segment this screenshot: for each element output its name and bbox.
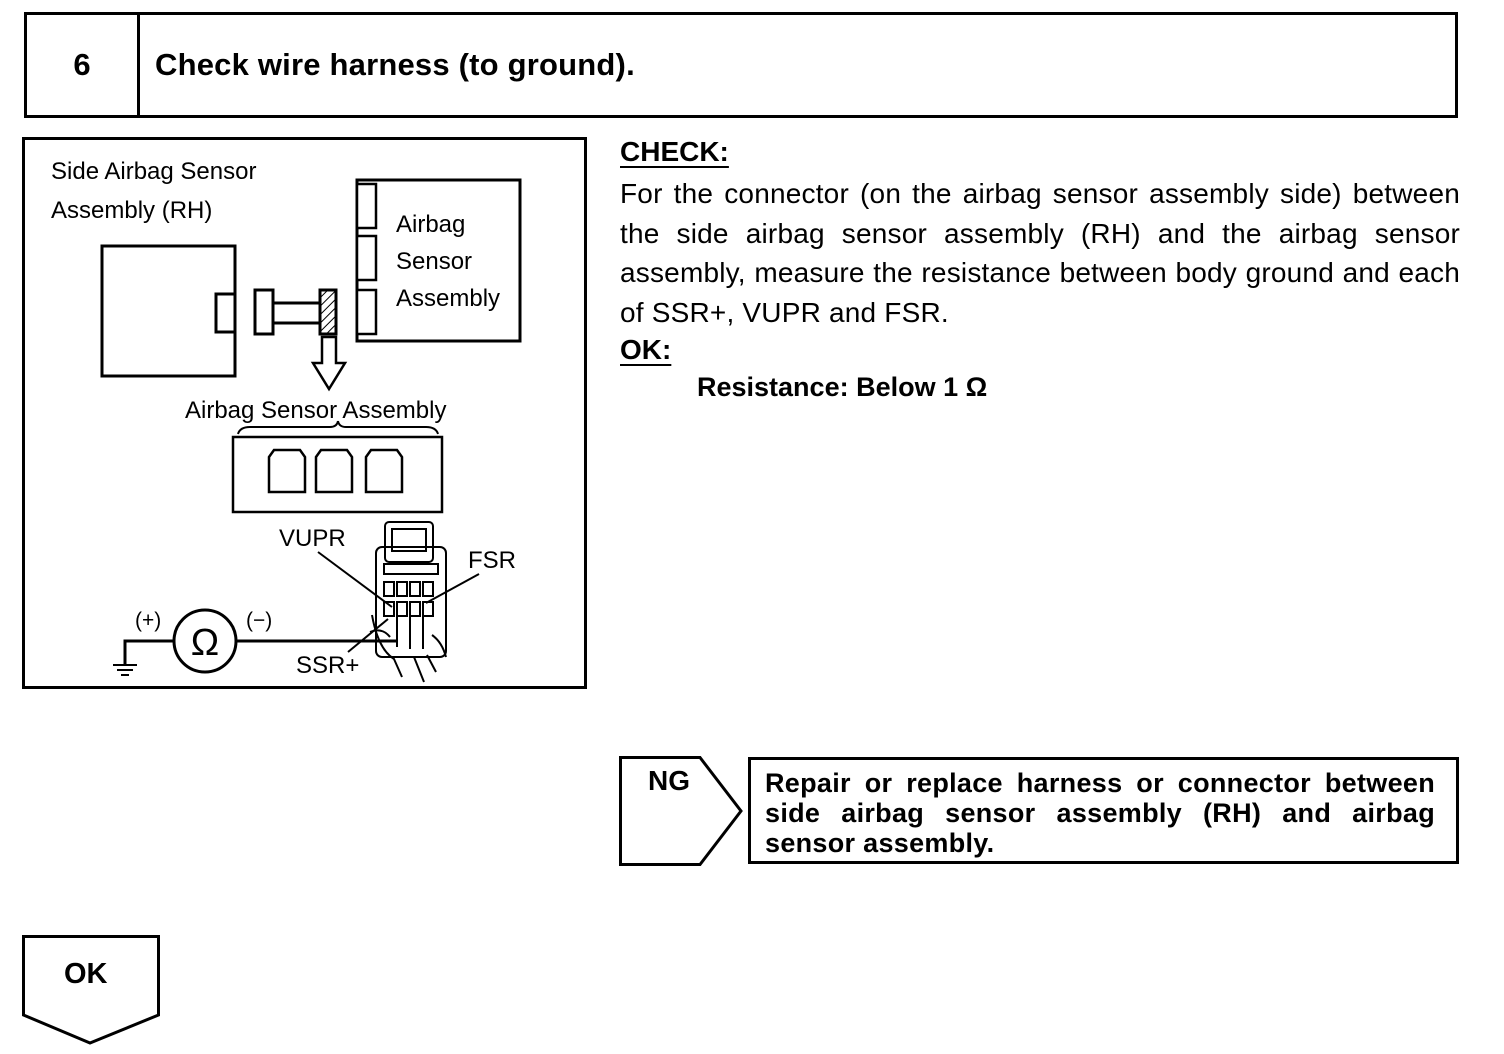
ng-label: NG [648, 765, 690, 796]
ok-branch-label: OK [64, 958, 108, 990]
check-instructions: For the connector (on the airbag sensor … [620, 178, 1460, 328]
check-heading: CHECK: [620, 136, 729, 167]
ng-action-box: Repair or replace harness or connector b… [748, 757, 1459, 864]
probed-connector [369, 521, 447, 683]
ng-branch-arrow [619, 756, 743, 866]
step-number: 6 [27, 15, 140, 115]
terminal-vupr-label: VUPR [279, 525, 346, 552]
probe-negative-label: (−) [246, 609, 272, 632]
ok-heading: OK: [620, 334, 672, 365]
probe-positive-label: (+) [135, 609, 161, 632]
ng-action-text: Repair or replace harness or connector b… [765, 768, 1435, 858]
ohm-symbol: Ω [191, 622, 219, 664]
connector-face [231, 435, 444, 514]
connection-diagram: Side Airbag Sensor Assembly (RH) Airbag … [22, 137, 587, 689]
side-sensor-label-line2: Assembly (RH) [51, 197, 212, 224]
airbag-sensor-label-line1: Airbag [396, 211, 465, 238]
terminal-ssr-label: SSR+ [296, 652, 359, 679]
step-title: Check wire harness (to ground). [155, 47, 635, 82]
airbag-sensor-label-line2: Sensor [396, 248, 472, 275]
terminal-fsr-label: FSR [468, 547, 516, 574]
step-header: 6 Check wire harness (to ground). [24, 12, 1458, 118]
ground-icon [113, 664, 137, 676]
down-arrow [310, 335, 348, 392]
airbag-sensor-label-line3: Assembly [396, 285, 500, 312]
side-sensor-connector [214, 292, 237, 334]
diagram-frame [22, 137, 587, 689]
harness-connector-right [318, 288, 338, 336]
ok-specification: Resistance: Below 1 Ω [697, 372, 988, 402]
connector-face-label: Airbag Sensor Assembly [185, 397, 446, 424]
harness-connector-left [253, 288, 275, 336]
ok-branch-arrow [22, 935, 160, 1045]
side-sensor-label-line1: Side Airbag Sensor [51, 158, 256, 185]
